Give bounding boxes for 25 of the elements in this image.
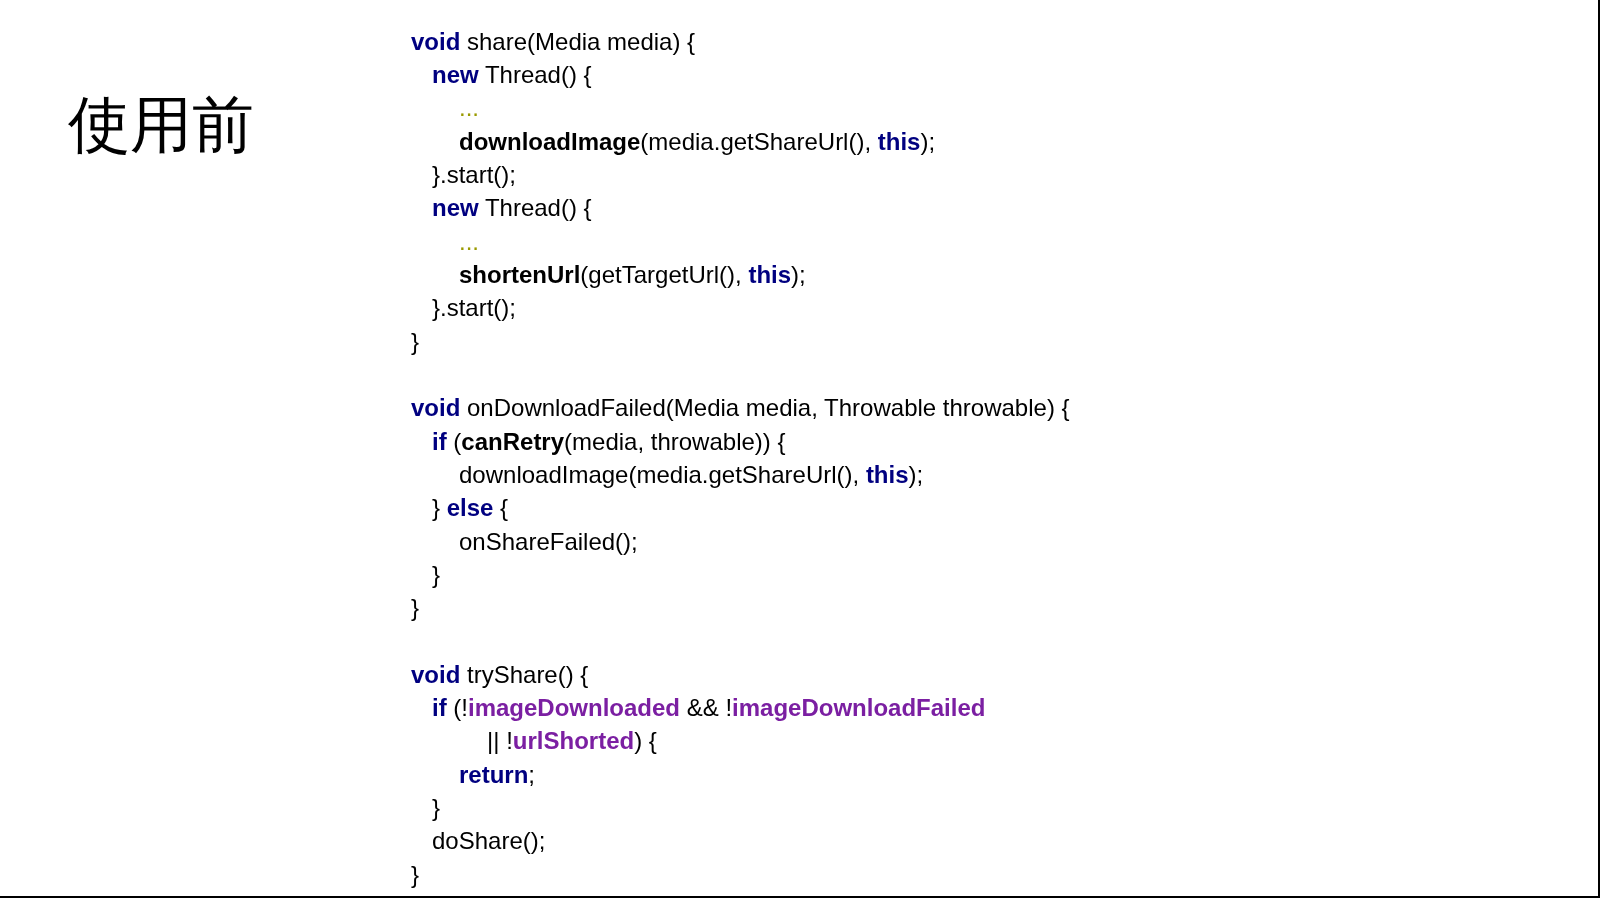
code-line: new Thread() {: [432, 194, 592, 223]
code-line: return;: [459, 760, 535, 789]
code-line: new Thread() {: [432, 61, 592, 90]
code-line: void onDownloadFailed(Media media, Throwable throwable) {: [411, 394, 1070, 423]
code-line: downloadImage(media.getShareUrl(), this);: [459, 460, 924, 489]
code-line: }: [432, 560, 440, 589]
code-line: void tryShare() {: [411, 660, 589, 689]
code-line: }: [411, 860, 419, 889]
code-line: }.start();: [432, 161, 516, 190]
code-line: }.start();: [432, 294, 516, 323]
code-line: void share(Media media) {: [411, 27, 696, 56]
code-line: shortenUrl(getTargetUrl(), this);: [459, 261, 806, 290]
code-line: }: [432, 794, 440, 823]
code-line: || !urlShorted) {: [487, 727, 657, 756]
code-line: downloadImage(media.getShareUrl(), this);: [459, 127, 936, 156]
code-line: ...: [459, 227, 479, 256]
code-line: if (canRetry(media, throwable)) {: [432, 427, 786, 456]
code-line: ...: [459, 94, 479, 123]
code-line: onShareFailed();: [459, 527, 638, 556]
code-line: doShare();: [432, 827, 546, 856]
code-line: }: [411, 594, 419, 623]
code-line: } else {: [432, 494, 509, 523]
code-line: }: [411, 327, 419, 356]
slide-title: 使用前: [68, 88, 254, 162]
code-line: if (!imageDownloaded && !imageDownloadFailed: [432, 694, 986, 723]
